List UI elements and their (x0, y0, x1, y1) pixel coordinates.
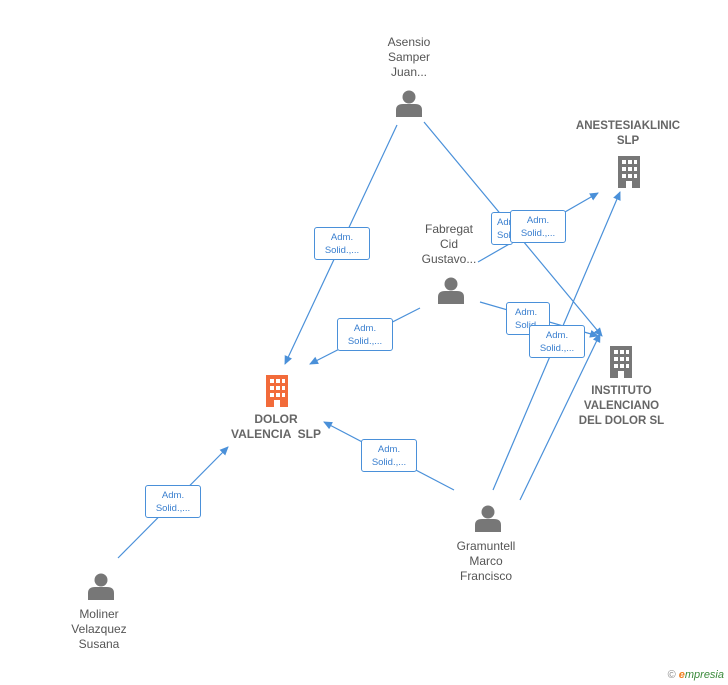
label-line: SLP (616, 135, 640, 147)
label-line: Samper (387, 50, 431, 64)
person-icon-fabregat[interactable] (438, 277, 464, 305)
person-icon-moliner[interactable] (88, 573, 114, 601)
label-line: Asensio (387, 35, 431, 49)
label-line: INSTITUTO (591, 385, 652, 397)
node-label-dolor[interactable]: DOLOR VALENCIA SLP (217, 412, 335, 442)
label-line: Fabregat (424, 222, 474, 236)
node-label-gramuntell[interactable]: Gramuntell Marco Francisco (446, 539, 526, 584)
edge-label-moliner-dolor[interactable]: Adm. Solid.,... (145, 485, 201, 518)
copyright-icon: © (667, 669, 676, 681)
node-label-instituto[interactable]: INSTITUTO VALENCIANO DEL DOLOR SL (564, 384, 679, 429)
edge-label-line: Solid.,... (347, 336, 383, 347)
label-line: Moliner (79, 607, 119, 621)
edge-label-line: Adm. (515, 307, 538, 318)
label-line: Marco (469, 554, 503, 568)
label-line: Susana (78, 637, 120, 651)
edge-label-line: Adm. (330, 232, 354, 243)
edge-label-line: Solid.,... (324, 245, 360, 256)
brand-footer: © empresia (668, 669, 724, 681)
edge-gramuntell-instituto (519, 333, 601, 501)
edge-label-fabregat-dolor[interactable]: Adm. Solid.,... (337, 318, 393, 351)
node-label-asensio[interactable]: Asensio Samper Juan... (369, 35, 449, 80)
label-line: Francisco (459, 569, 512, 583)
edge-label-line: Solid.,... (371, 457, 407, 468)
brand-logo-e: e (678, 669, 685, 681)
label-line: DEL DOLOR SL (578, 415, 665, 427)
label-line: Velazquez (71, 622, 127, 636)
edge-label-gramuntell-dolor[interactable]: Adm. Solid.,... (361, 439, 417, 472)
label-line: DOLOR (254, 412, 298, 426)
edge-label-gramuntell-instituto[interactable]: Adm. Solid.,... (529, 325, 585, 358)
node-label-fabregat[interactable]: Fabregat Cid Gustavo... (409, 222, 489, 267)
label-line: VALENCIANO (583, 400, 660, 412)
brand-name: mpresia (684, 669, 724, 681)
edge-label-line: Adm. (497, 217, 512, 228)
label-line: VALENCIA SLP (230, 427, 321, 441)
edge-label-line: Solid.,... (539, 343, 575, 354)
edge-label-line: Adm. (377, 444, 401, 455)
label-line: Gramuntell (456, 539, 516, 553)
edge-label-asensio-dolor[interactable]: Adm. Solid.,... (314, 227, 370, 260)
person-icon-asensio[interactable] (396, 90, 422, 118)
building-icon-instituto[interactable] (610, 346, 632, 378)
building-icon-dolor[interactable] (266, 375, 288, 407)
edge-label-line: Solid.,... (520, 228, 556, 239)
label-line: Juan... (390, 65, 428, 79)
edge-label-line: Adm. (353, 323, 377, 334)
edge-label-line: Solid.,... (497, 230, 512, 241)
label-line: Gustavo... (421, 252, 477, 266)
edge-label-line: Adm. (161, 490, 185, 501)
person-icon-gramuntell[interactable] (475, 505, 501, 533)
edge-label-line: Adm. (545, 330, 569, 341)
label-line: Cid (439, 237, 458, 251)
edge-label-line: Adm. (526, 215, 550, 226)
node-label-moliner[interactable]: Moliner Velazquez Susana (59, 607, 139, 652)
label-line: ANESTESIAKLINIC (575, 120, 681, 132)
edge-label-line: Solid.,... (155, 503, 191, 514)
edge-label-fabregat-anestesia[interactable]: Adm. Solid.,... (510, 210, 566, 243)
building-icon-anestesiaklinic[interactable] (618, 156, 640, 188)
node-label-anestesiaklinic[interactable]: ANESTESIAKLINIC SLP (568, 119, 688, 149)
